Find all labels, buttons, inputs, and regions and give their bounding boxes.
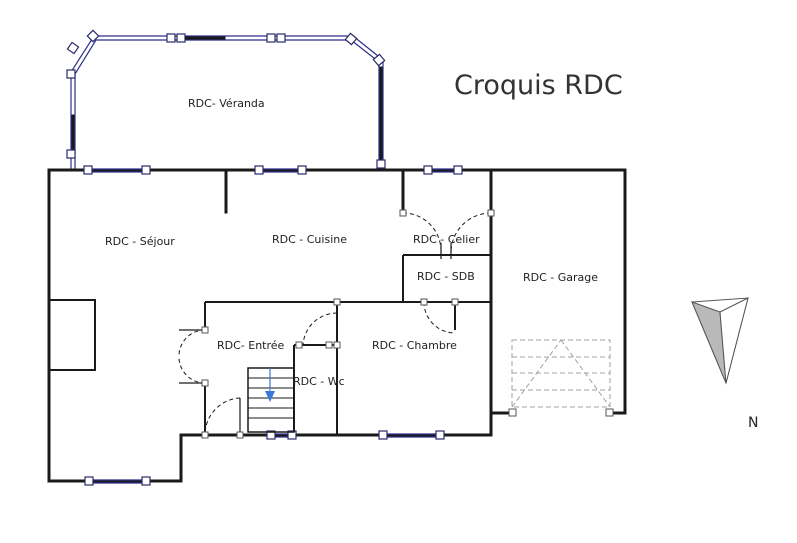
- staircase: [247, 367, 295, 433]
- veranda-structure: [66, 29, 386, 170]
- stair-arrow-icon: [265, 391, 275, 402]
- plan-title: Croquis RDC: [454, 70, 623, 101]
- garage-parking-spot: [511, 339, 611, 408]
- house-windows: [83, 165, 463, 486]
- house-walls: [47, 168, 627, 483]
- room-label-entree: RDC- Entrée: [217, 339, 285, 352]
- room-label-garage: RDC - Garage: [523, 271, 598, 284]
- doors: [178, 209, 614, 439]
- room-label-sejour: RDC - Séjour: [105, 235, 175, 248]
- room-label-cuisine: RDC - Cuisine: [272, 233, 347, 246]
- room-label-sdb: RDC - SDB: [417, 270, 475, 283]
- room-label-chambre: RDC - Chambre: [372, 339, 457, 352]
- compass-north-label: N: [748, 415, 758, 431]
- room-label-celier: RDC - Celier: [413, 233, 480, 246]
- room-label-veranda: RDC- Véranda: [188, 97, 265, 110]
- compass-icon: [691, 297, 749, 385]
- room-label-wc: RDC - Wc: [293, 375, 345, 388]
